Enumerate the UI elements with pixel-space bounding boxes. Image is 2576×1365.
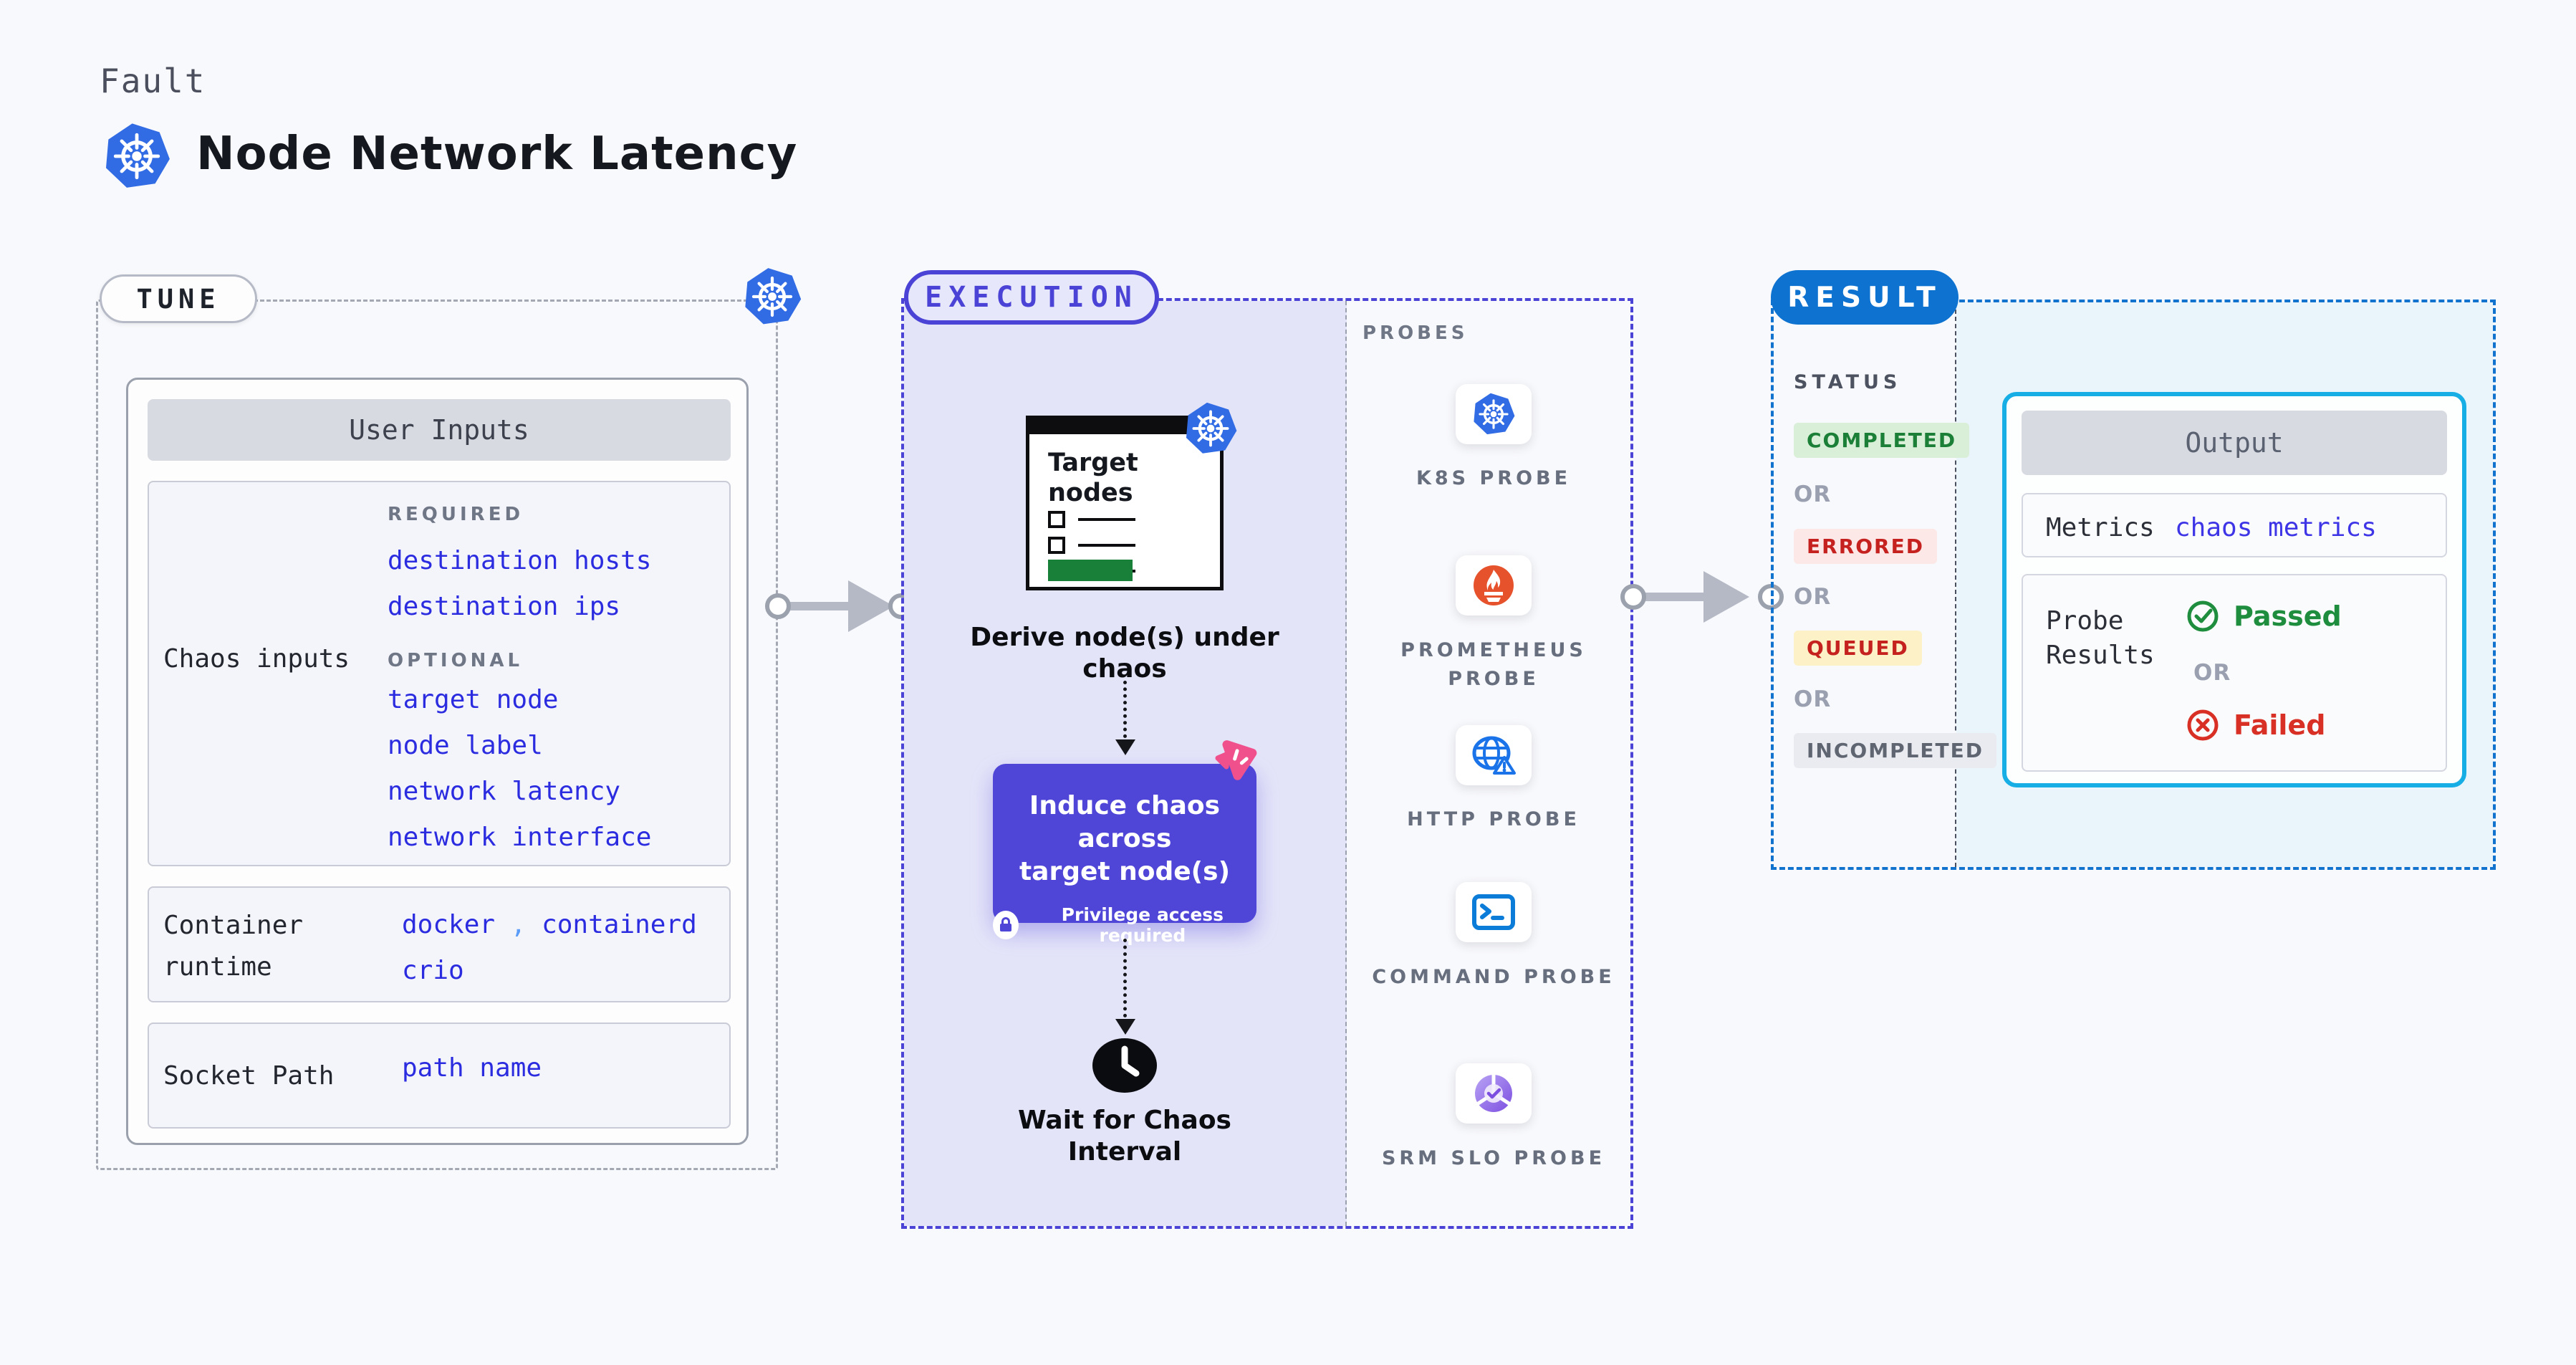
probe-label: HTTP PROBE (1407, 808, 1580, 830)
result-section (1771, 300, 2496, 870)
target-nodes-title: Target nodes (1048, 449, 1138, 507)
socket-path-box: Socket Path path name (148, 1022, 731, 1129)
runtime-value[interactable]: crio (402, 956, 464, 985)
execution-section (901, 298, 1633, 1229)
arrow-head (848, 580, 894, 632)
execution-pill: EXECUTION (904, 270, 1159, 325)
slo-donut-icon (1475, 1074, 1512, 1112)
failed-label: Failed (2234, 709, 2326, 741)
result-pill: RESULT (1771, 270, 1959, 325)
runtime-value[interactable]: containerd (542, 910, 697, 939)
checkbox-row (1048, 511, 1135, 528)
chaos-inputs-label: Chaos inputs (163, 644, 350, 674)
probe-card-command (1456, 882, 1532, 942)
arrow-down-icon (1115, 1019, 1135, 1035)
arrow-execution-to-result (1642, 593, 1711, 601)
runtime-value[interactable]: docker (402, 910, 496, 939)
probe-label: SRM SLO PROBE (1381, 1147, 1606, 1169)
arrow-head (1703, 571, 1749, 623)
induce-chaos-line1: Induce chaos across (1029, 791, 1221, 853)
wait-step-line1: Wait for Chaos (1018, 1106, 1231, 1135)
privilege-note: Privilege access required (1061, 904, 1224, 946)
litmus-chaos-icon (1215, 740, 1257, 780)
kubernetes-icon (1183, 400, 1238, 457)
flow-connector (1123, 681, 1127, 738)
or-label: OR (1794, 482, 1832, 507)
passed-label: Passed (2234, 600, 2342, 632)
user-inputs-header: User Inputs (148, 399, 731, 461)
input-item[interactable]: destination hosts (388, 546, 652, 575)
http-globe-icon (1472, 736, 1516, 775)
probe-results-row: Probe Results Passed OR Failed (2022, 574, 2447, 772)
input-item[interactable]: target node (388, 685, 559, 714)
prometheus-icon (1474, 565, 1514, 605)
metrics-row: Metrics chaos metrics (2022, 493, 2447, 557)
induce-chaos-line2: target node(s) (1019, 857, 1231, 886)
kubernetes-icon (1472, 392, 1516, 436)
card-title-bar (1029, 418, 1221, 434)
clock-icon (1092, 1038, 1157, 1093)
flow-connector (1123, 939, 1127, 1017)
input-item[interactable]: network interface (388, 823, 652, 852)
status-label: STATUS (1794, 371, 1902, 393)
kubernetes-icon (742, 265, 802, 328)
tune-section (96, 300, 778, 1170)
probe-label: K8S PROBE (1416, 467, 1572, 489)
or-label: OR (1794, 686, 1832, 712)
wait-step-line2: Interval (1067, 1137, 1182, 1167)
optional-label: OPTIONAL (388, 650, 524, 671)
status-badge: ERRORED (1794, 529, 1937, 564)
tune-pill: TUNE (100, 274, 257, 323)
lock-icon (993, 911, 1019, 939)
container-runtime-box: Container runtime docker , containerd cr… (148, 886, 731, 1002)
arrow-tune-to-execution (787, 602, 855, 610)
x-circle-icon (2187, 709, 2219, 741)
connector-dot (765, 593, 791, 619)
socket-path-value[interactable]: path name (402, 1053, 542, 1083)
progress-bar (1048, 560, 1133, 581)
fault-kicker: Fault (100, 62, 206, 100)
status-badge: COMPLETED (1794, 423, 1970, 458)
chaos-inputs-box: Chaos inputs REQUIRED destination hosts … (148, 481, 731, 866)
socket-path-label: Socket Path (163, 1061, 335, 1091)
probes-divider (1345, 301, 1347, 1226)
user-inputs-card: User Inputs Chaos inputs REQUIRED destin… (126, 378, 749, 1145)
or-label: OR (1794, 584, 1832, 610)
arrow-down-icon (1115, 739, 1135, 755)
container-runtime-label: Container runtime (163, 911, 304, 982)
probe-label: COMMAND PROBE (1372, 966, 1615, 988)
output-box: Output Metrics chaos metrics Probe Resul… (2002, 392, 2466, 787)
input-item[interactable]: network latency (388, 777, 621, 806)
input-item[interactable]: node label (388, 731, 543, 760)
status-divider (1955, 302, 1956, 867)
connector-dot (1620, 584, 1646, 610)
metrics-value[interactable]: chaos metrics (2175, 513, 2377, 542)
derive-nodes-step: Derive node(s) under chaos (970, 623, 1279, 684)
status-badge: QUEUED (1794, 631, 1922, 666)
page-title: Node Network Latency (196, 128, 798, 181)
or-label: OR (2193, 660, 2231, 686)
probe-card-srm-slo (1456, 1063, 1532, 1124)
comma-separator: , (495, 910, 542, 939)
check-circle-icon (2187, 600, 2219, 632)
output-header: Output (2022, 411, 2447, 475)
probe-results-label: Probe Results (2046, 606, 2155, 670)
status-badge: INCOMPLETED (1794, 733, 1997, 768)
probe-card-k8s (1456, 384, 1532, 444)
probes-label: PROBES (1363, 322, 1469, 344)
terminal-icon (1472, 894, 1515, 930)
target-nodes-card: Target nodes (1026, 416, 1224, 590)
induce-chaos-box: Induce chaos across target node(s) Privi… (993, 764, 1256, 946)
kubernetes-icon (102, 120, 171, 192)
probe-card-http (1456, 725, 1532, 785)
input-item[interactable]: destination ips (388, 592, 621, 621)
probe-label: PROMETHEUS PROBE (1400, 639, 1587, 690)
metrics-label: Metrics (2046, 513, 2155, 542)
probe-card-prometheus (1456, 555, 1532, 616)
checkbox-row (1048, 537, 1135, 554)
required-label: REQUIRED (388, 504, 524, 525)
